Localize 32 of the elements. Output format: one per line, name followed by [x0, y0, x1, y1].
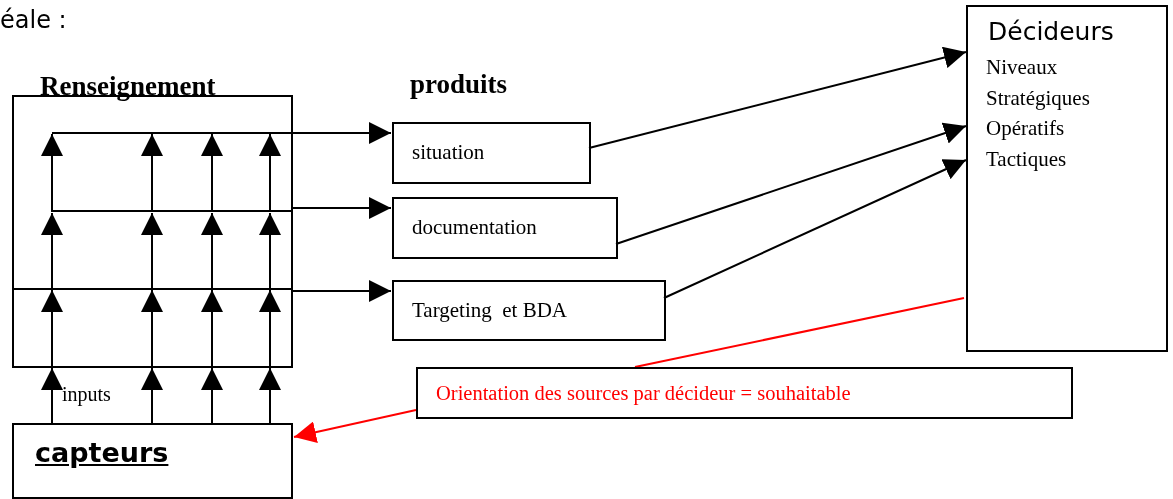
box-text: Tactiques [986, 146, 1067, 172]
arrow [292, 122, 392, 144]
box-heading: capteurs [35, 437, 169, 470]
box-label: Targeting et BDA [412, 298, 568, 324]
arrow [201, 367, 223, 424]
process-box [12, 423, 293, 499]
arrow [41, 367, 63, 424]
box-text: Stratégiques [986, 85, 1090, 111]
box-text: Opératifs [986, 116, 1065, 142]
arrow [663, 159, 967, 299]
box-heading: Décideurs [988, 17, 1114, 47]
connector-line [634, 297, 965, 368]
arrow [615, 122, 967, 245]
box-label: documentation [412, 215, 537, 241]
process-box [392, 197, 618, 259]
box-text: Niveaux [986, 55, 1058, 81]
note-box [416, 367, 1073, 419]
process-box [966, 5, 1168, 352]
note-text: Orientation des sources par décideur = souhaitable [436, 381, 851, 406]
flow-label: inputs [62, 382, 111, 406]
group-heading: Renseignement [40, 73, 216, 100]
connector-line [293, 409, 417, 443]
box-label: situation [412, 140, 485, 166]
column-heading: produits [410, 71, 508, 98]
process-box [392, 122, 591, 184]
arrow [588, 46, 967, 149]
arrow [292, 197, 392, 219]
arrow [141, 367, 163, 424]
arrow [259, 367, 281, 424]
arrow [292, 280, 392, 302]
process-box [392, 280, 666, 341]
heading-text: éale : [0, 6, 67, 35]
